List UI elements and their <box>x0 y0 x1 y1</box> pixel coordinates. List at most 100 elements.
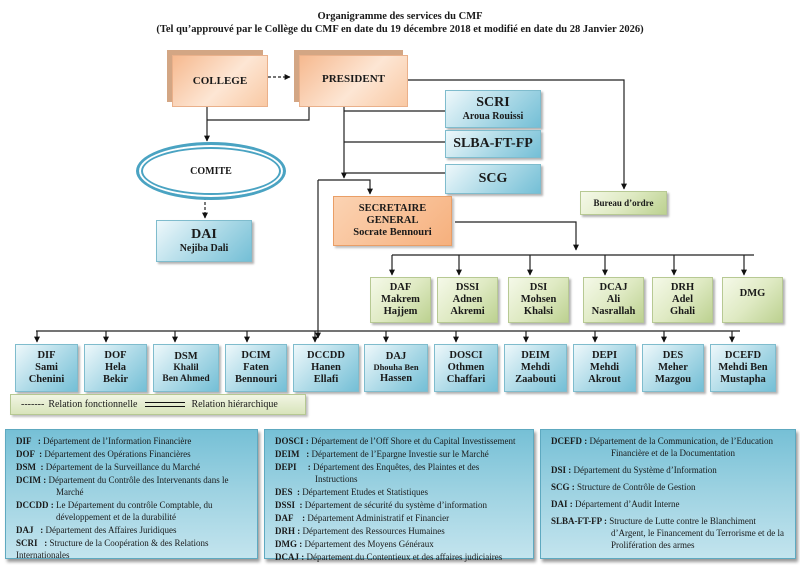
scri-name: Aroua Rouissi <box>462 111 524 123</box>
glossary-entry: DCAJ : Département du Contentieux et des… <box>275 551 525 563</box>
glossary-entry: DRH : Département des Ressources Humaine… <box>275 525 525 537</box>
glossary-code: DIF <box>16 436 32 446</box>
dept-code: DEIM <box>521 349 550 361</box>
glossary-entry: SLBA-FT-FP : Structure de Lutte contre l… <box>551 515 787 551</box>
glossary-code: DCIM <box>16 475 41 485</box>
dai-code: DAI <box>191 227 217 243</box>
dept-code: DOF <box>104 349 127 361</box>
glossary-code: SCRI <box>16 538 38 548</box>
glossary-panel-1: DIF : Département de l’Information Finan… <box>5 429 258 561</box>
sg-down-link <box>455 221 579 251</box>
glossary-code: SLBA-FT-FP <box>551 516 602 526</box>
dept-name-line1: Adel <box>672 293 693 305</box>
glossary-definition: Département d’Audit Interne <box>575 499 680 509</box>
bureau-ordre-label: Bureau d’ordre <box>593 197 654 208</box>
slba-box: SLBA-FT-FP <box>445 130 541 158</box>
glossary-entry: SCRI : Structure de la Coopération & des… <box>16 537 249 561</box>
glossary-entry: DAJ : Département des Affaires Juridique… <box>16 524 249 536</box>
sg-line1: SECRETAIRE <box>358 202 427 214</box>
dept-code: DSSI <box>455 281 480 293</box>
glossary-entry: DOF : Département des Opérations Financi… <box>16 448 249 460</box>
glossary-definition: Département des Affaires Juridiques <box>45 525 177 535</box>
glossary-definition: Département de l’Information Financière <box>43 436 192 446</box>
glossary-definition: Le Département du contrôle Comptable, du <box>56 500 213 510</box>
glossary-entry: DEIM : Département de l’Epargne Investie… <box>275 448 525 460</box>
dept-name-line2: Hajjem <box>383 306 418 318</box>
glossary-code: DRH <box>275 526 295 536</box>
glossary-code: DSM <box>16 462 36 472</box>
dai-name: Nejiba Dali <box>179 243 229 255</box>
glossary-code: DAF <box>275 513 294 523</box>
glossary-definition: Département des Enquêtes, des Plaintes e… <box>313 462 480 472</box>
dept-name-line2: Akremi <box>450 306 485 318</box>
glossary-separator: : <box>41 475 49 485</box>
glossary-code: DSSI <box>275 500 296 510</box>
dept-code: DSI <box>529 281 548 293</box>
glossary-definition: Département de la Surveillance du Marché <box>45 462 200 472</box>
dept-name-line1: Khalil <box>173 363 199 374</box>
dept-code: DES <box>662 349 684 361</box>
glossary-entry: DCEFD : Département de la Communication,… <box>551 435 787 459</box>
dept-name-line2: Bennouri <box>234 374 277 386</box>
dept-code: DSM <box>174 351 198 363</box>
glossary-definition: Département de l’Epargne Investie sur le… <box>311 449 489 459</box>
glossary-separator: : <box>33 525 46 535</box>
glossary-entry: DCCDD : Le Département du contrôle Compt… <box>16 499 249 523</box>
dept-code: DMG <box>739 288 766 299</box>
dept-name-line1: Mohsen <box>520 293 557 305</box>
glossary-definition-continued: Marché <box>56 487 84 497</box>
dept-name-line1: Dhouha Ben <box>373 362 419 373</box>
glossary-definition: Département de la Communication, de l’Ed… <box>589 436 773 446</box>
dept-name-line1: Hanen <box>311 361 341 373</box>
glossary-entry: DAF : Département Administratif et Finan… <box>275 512 525 524</box>
dept-name-line1: Makrem <box>381 293 420 305</box>
dept-code: DAJ <box>385 351 407 363</box>
dept-code: DCIM <box>241 349 271 361</box>
glossary-code: DMG <box>275 539 297 549</box>
glossary-definition-continued: Instructions <box>315 474 358 484</box>
dept-name-line2: Zaabouti <box>515 374 556 386</box>
glossary-definition: Département Administratif et Financier <box>307 513 450 523</box>
dept-code: DCAJ <box>599 281 628 293</box>
glossary-separator: : <box>37 538 50 548</box>
glossary-code: DAI <box>551 499 568 509</box>
glossary-entry: DOSCI : Département de l’Off Shore et du… <box>275 435 525 447</box>
glossary-separator: : <box>36 462 46 472</box>
dept-name-line2: Khalsi <box>523 306 554 318</box>
scg-box: SCG <box>445 164 541 194</box>
college-box: COLLEGE <box>172 55 268 107</box>
glossary-separator: : <box>569 482 578 492</box>
glossary-code: DSI <box>551 465 567 475</box>
glossary-separator: : <box>297 539 305 549</box>
scg-code: SCG <box>478 170 508 186</box>
glossary-panel-3: DCEFD : Département de la Communication,… <box>540 429 796 559</box>
glossary-separator: : <box>582 436 590 446</box>
legend-hierarchical-label: Relation hiérarchique <box>191 399 278 410</box>
dept-name-line2: Akrout <box>588 374 621 386</box>
dept-code: DEPI <box>591 349 618 361</box>
dept-name-line2: Bekir <box>102 374 129 386</box>
dept-name-line2: Nasrallah <box>591 306 636 318</box>
president-bureau-link <box>405 79 627 190</box>
scri-box: SCRI Aroua Rouissi <box>445 90 541 128</box>
dept-name-line1: Meher <box>658 361 688 373</box>
dept-name-line2: Mustapha <box>720 374 766 386</box>
glossary-separator: : <box>31 436 44 446</box>
sg-link <box>318 179 373 195</box>
glossary-code: DCAJ <box>275 552 299 562</box>
dept-name-line2: Ellafi <box>313 374 339 386</box>
glossary-definition-continued: Financière et de la Documentation <box>611 448 735 458</box>
glossary-definition-continued: développement et de la durabilité <box>56 512 176 522</box>
slba-code: SLBA-FT-FP <box>453 135 533 151</box>
glossary-separator: : <box>566 465 574 475</box>
legend: ------- Relation fonctionnelle Relation … <box>10 394 306 415</box>
